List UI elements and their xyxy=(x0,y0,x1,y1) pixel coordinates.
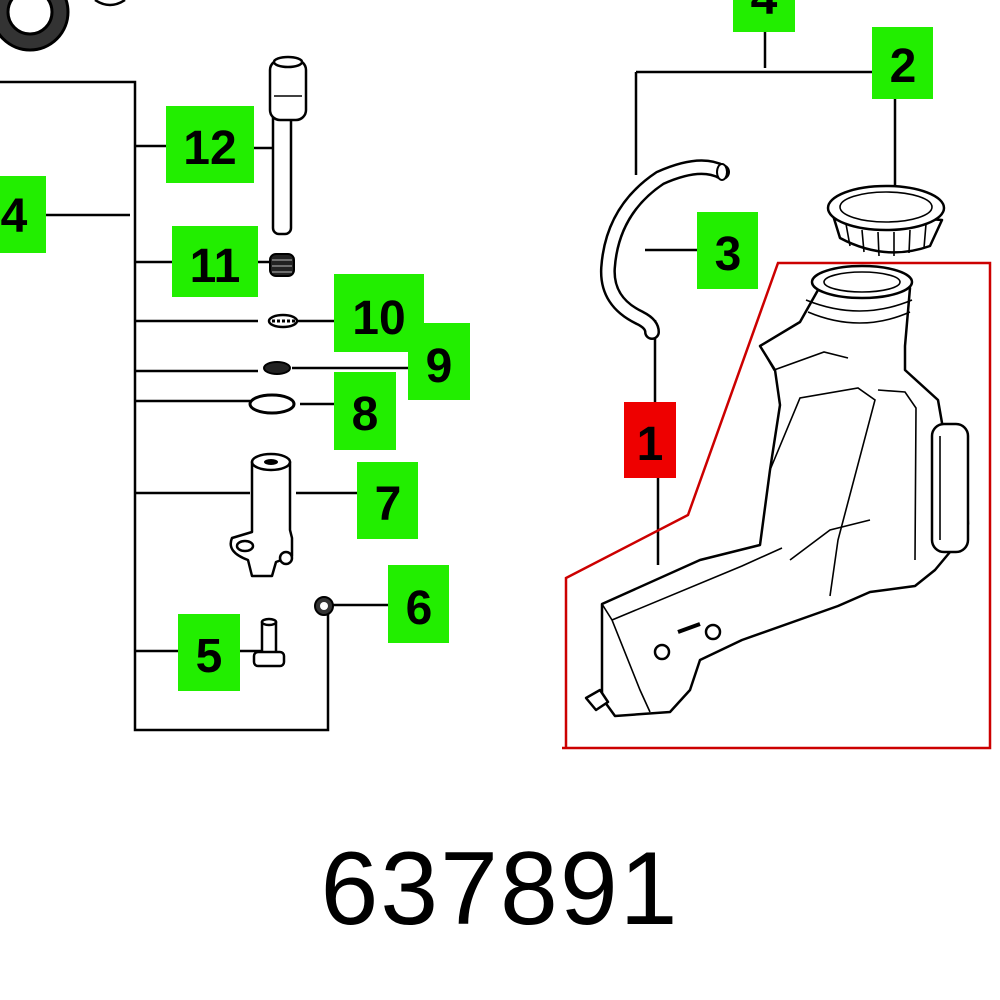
callout-3: 3 xyxy=(697,212,758,289)
ball-part xyxy=(263,361,291,375)
callout-1: 1 xyxy=(624,402,676,478)
svg-text:3: 3 xyxy=(715,228,742,281)
svg-text:8: 8 xyxy=(352,388,379,441)
callout-4-top: 4 xyxy=(733,0,795,32)
callout-8: 8 xyxy=(334,372,396,450)
gear-fragment xyxy=(0,0,126,52)
svg-text:7: 7 xyxy=(375,478,402,531)
svg-text:5: 5 xyxy=(196,630,223,683)
svg-text:6: 6 xyxy=(406,582,433,635)
callout-11: 11 xyxy=(172,226,258,297)
svg-text:1: 1 xyxy=(637,418,664,471)
tank-frame xyxy=(562,261,992,750)
callout-4-left: 4 xyxy=(0,176,46,253)
screw-part xyxy=(252,617,286,668)
svg-text:12: 12 xyxy=(183,122,236,175)
svg-text:9: 9 xyxy=(426,340,453,393)
svg-text:2: 2 xyxy=(890,40,917,93)
part-number: 637891 xyxy=(320,831,679,947)
callout-12: 12 xyxy=(166,106,254,183)
o-ring-part xyxy=(248,393,296,415)
callout-10: 10 xyxy=(334,274,424,352)
callout-2: 2 xyxy=(872,27,933,99)
callout-6: 6 xyxy=(388,565,449,643)
svg-text:11: 11 xyxy=(190,240,241,293)
pump-housing-part xyxy=(229,452,294,578)
svg-text:10: 10 xyxy=(352,292,405,345)
callout-9: 9 xyxy=(408,323,470,400)
pin-part xyxy=(268,55,308,236)
nut-part xyxy=(314,596,334,616)
svg-text:4: 4 xyxy=(751,0,778,25)
tank-cap-part xyxy=(826,184,946,257)
tank-body-part xyxy=(584,264,970,718)
small-nut-part xyxy=(269,253,295,277)
spring-part xyxy=(267,313,299,329)
callout-7: 7 xyxy=(357,462,418,539)
svg-text:4: 4 xyxy=(1,190,28,243)
hose-part xyxy=(599,159,730,340)
callout-5: 5 xyxy=(178,614,240,691)
